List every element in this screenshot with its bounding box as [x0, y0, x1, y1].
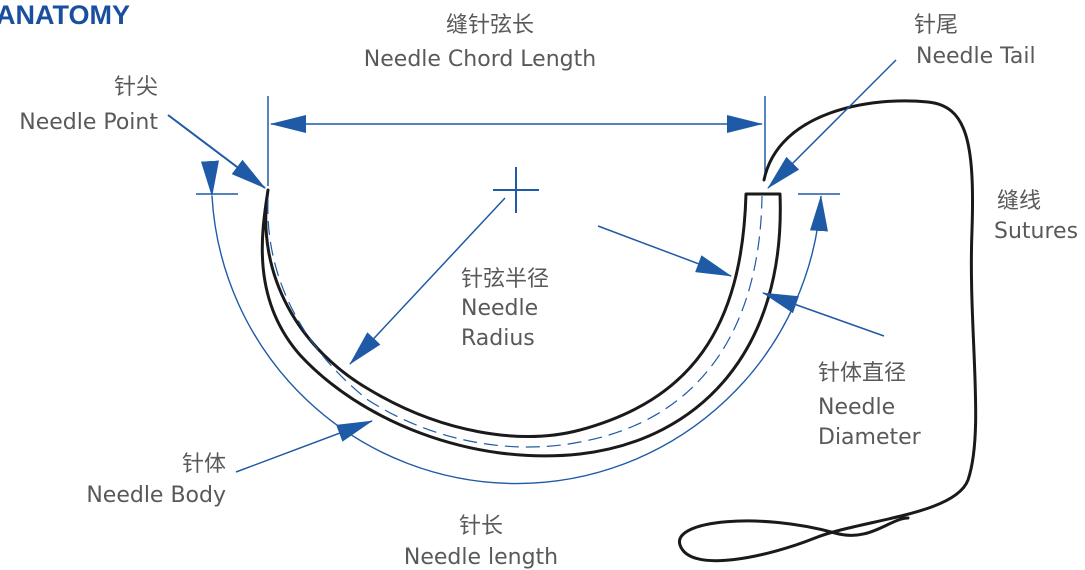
needle-centerline [267, 195, 763, 448]
radius-label-zh: 针弦半径 [461, 267, 549, 292]
radius-leader-right [597, 225, 732, 277]
diameter-label-en1: Needle [818, 395, 895, 420]
radius-label-en2: Radius [461, 326, 535, 351]
length-label-zh: 针长 [459, 514, 503, 539]
length-label-en: Needle length [404, 545, 558, 570]
chord-label-en: Needle Chord Length [364, 47, 596, 72]
radius-leader [349, 197, 506, 365]
diameter-label-en2: Diameter [818, 425, 922, 450]
point-label-zh: 针尖 [114, 75, 158, 100]
needle-body [260, 188, 782, 458]
diameter-leader [762, 292, 885, 337]
tail-leader [767, 59, 897, 189]
body-leader [235, 420, 373, 473]
point-leader [167, 114, 266, 189]
chord-label-zh: 缝针弦长 [446, 13, 534, 38]
radius-label-en1: Needle [461, 296, 538, 321]
body-label-zh: 针体 [182, 452, 226, 477]
tail-label-en: Needle Tail [916, 44, 1036, 69]
brand-logo: ANATOMY [0, 0, 130, 30]
sutures-label-en: Sutures [994, 219, 1078, 244]
point-label-en: Needle Point [19, 110, 158, 135]
suture-thread [678, 99, 978, 563]
body-label-en: Needle Body [86, 483, 226, 508]
tail-label-zh: 针尾 [914, 13, 958, 38]
diameter-label-zh: 针体直径 [818, 361, 906, 386]
sutures-label-zh: 缝线 [997, 189, 1041, 214]
needle-length-arc [200, 160, 828, 485]
